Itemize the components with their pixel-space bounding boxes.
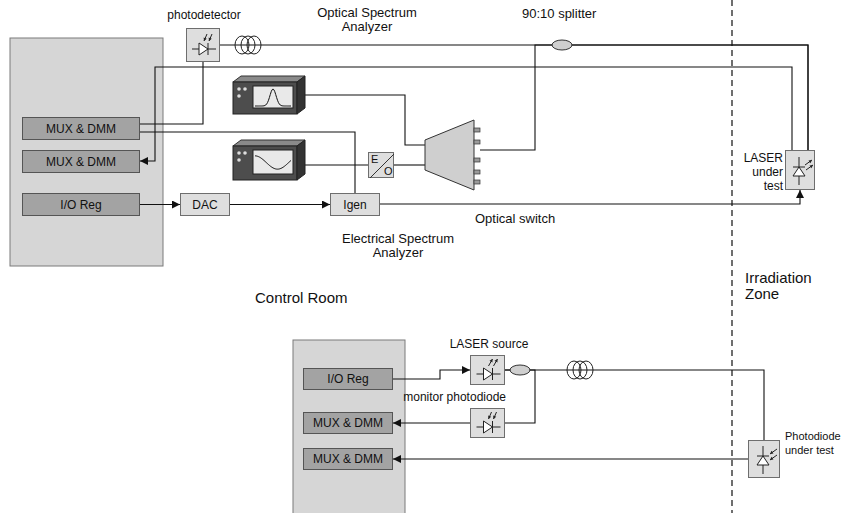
zone-label: Irradiation Zone: [745, 270, 840, 302]
component-label: Photodiode under test: [785, 429, 843, 457]
control-panel: [10, 38, 163, 266]
connector: [140, 62, 203, 124]
current-generator-box: Igen: [330, 193, 380, 216]
box-label: MUX & DMM: [46, 122, 116, 136]
component-label: Optical switch: [475, 212, 575, 226]
instrument-module: MUX & DMM: [22, 117, 140, 140]
control-panel: [293, 340, 405, 513]
connector: [505, 370, 535, 423]
zone-label: Control Room: [255, 290, 375, 306]
component-label: Optical Spectrum Analyzer: [311, 6, 423, 34]
instrument-drawing: [233, 140, 305, 180]
laser-box: LASER source: [470, 355, 505, 385]
instrument-module: MUX & DMM: [22, 150, 140, 173]
box-label: MUX & DMM: [313, 416, 383, 430]
connector: [220, 45, 808, 150]
component-symbol: [471, 409, 506, 439]
spectrum-analyzer: Electrical Spectrum Analyzer: [233, 140, 305, 180]
fiber-splitter: [510, 365, 530, 375]
component-symbol: [425, 120, 480, 190]
fiber-coil: [567, 361, 593, 379]
connector: [393, 370, 470, 379]
instrument-drawing: [233, 76, 305, 114]
splitter-label: 90:10 splitter: [522, 6, 622, 22]
connector: [393, 458, 748, 459]
box-label: MUX & DMM: [46, 155, 116, 169]
box-label: I/O Reg: [327, 372, 368, 386]
component-label: E: [371, 152, 381, 166]
component-label: LASER source: [444, 337, 534, 351]
fiber-coil: [235, 36, 261, 54]
component-label: LASER under test: [741, 151, 783, 193]
component-label: O: [384, 164, 394, 178]
connector: [305, 164, 368, 165]
connector: [380, 190, 800, 204]
component-symbol: [187, 29, 221, 63]
box-label: DAC: [192, 198, 217, 212]
component-symbol: [786, 151, 816, 191]
component-label: photodetector: [157, 8, 251, 22]
connector: [140, 204, 180, 205]
instrument-module: MUX & DMM: [303, 448, 393, 470]
instrument-module: MUX & DMM: [303, 412, 393, 434]
optical-switch: Optical switch: [425, 120, 480, 190]
fiber-splitter: [552, 40, 572, 50]
connector: [230, 204, 330, 205]
connector: [393, 422, 470, 423]
connector: [394, 164, 425, 165]
photodiode-box: monitor photodiode: [470, 408, 505, 438]
spectrum-analyzer: Optical Spectrum Analyzer: [233, 76, 305, 114]
photodiode-box: Photodiode under test: [748, 440, 780, 478]
eo-converter: EO: [368, 152, 394, 178]
instrument-module: I/O Reg: [22, 193, 140, 216]
zone-boundary: [731, 0, 732, 513]
component-symbol: [749, 441, 781, 479]
box-label: Igen: [343, 198, 366, 212]
connector: [140, 132, 355, 193]
instrument-module: I/O Reg: [303, 368, 393, 390]
component-symbol: [471, 356, 506, 386]
connector: [305, 95, 425, 145]
box-label: I/O Reg: [60, 198, 101, 212]
laser-box: LASER under test: [785, 150, 815, 190]
converter-box: DAC: [180, 193, 230, 216]
connector: [505, 370, 764, 440]
box-label: MUX & DMM: [313, 452, 383, 466]
connector: [480, 45, 808, 150]
photodetector-box: photodetector: [186, 28, 220, 62]
component-label: monitor photodiode: [396, 390, 506, 404]
component-label: Electrical Spectrum Analyzer: [333, 232, 463, 260]
